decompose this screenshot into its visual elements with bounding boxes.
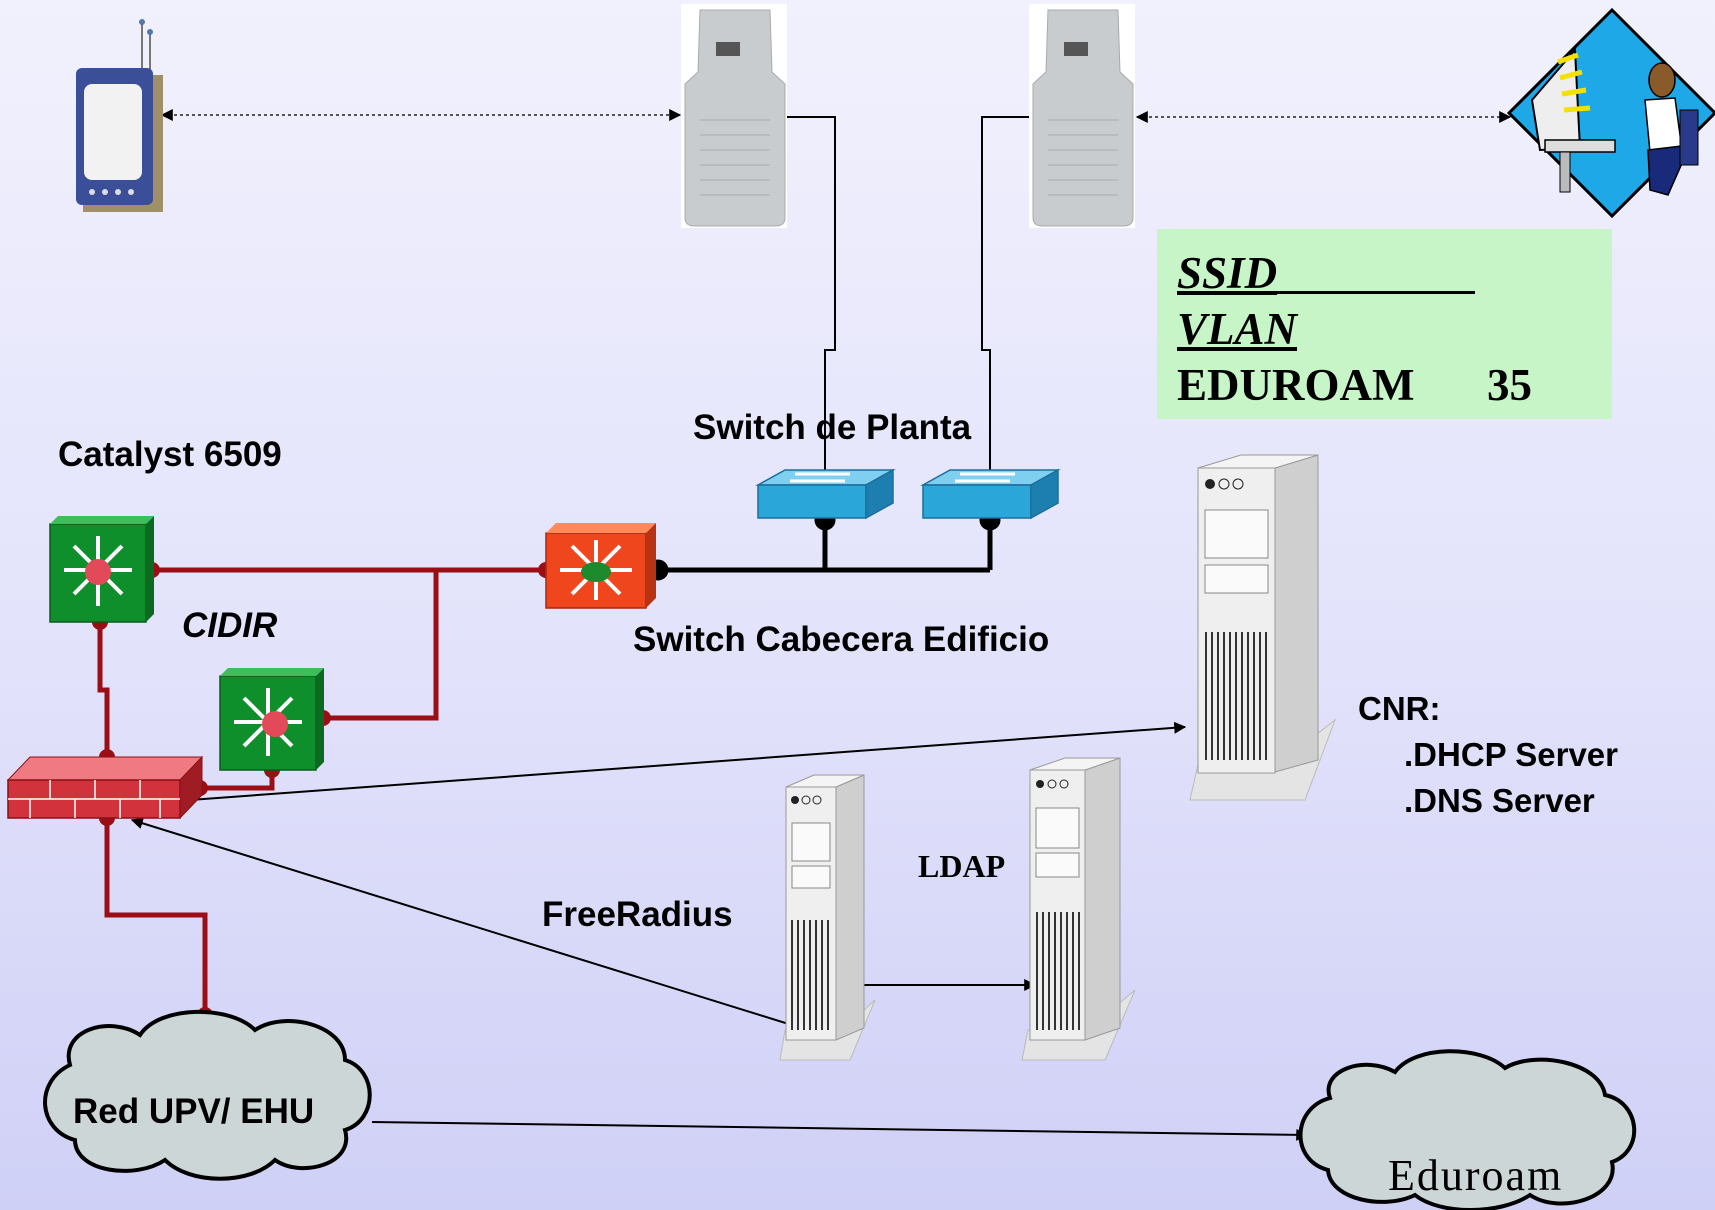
firewall-icon — [6, 755, 204, 820]
link-firewall-cnr — [189, 721, 1187, 801]
legend-eduroam-vlan: 35 — [1487, 360, 1532, 410]
legend-eduroam-ssid: EDUROAM — [1177, 360, 1415, 410]
switch-cabecera-label: Switch Cabecera Edificio — [633, 620, 1050, 659]
cnr-dhcp-label: .DHCP Server — [1404, 736, 1619, 773]
ap-uplink-right — [981, 116, 1032, 505]
floor-switch-icon — [920, 468, 1061, 520]
cnr-server-icon — [1189, 454, 1337, 801]
cidir-router-icon — [219, 668, 324, 771]
red-upv-label: Red UPV/ EHU — [73, 1092, 315, 1131]
freeradius-server-icon — [779, 774, 876, 1061]
catalyst-router-icon — [49, 516, 154, 623]
catalyst-label: Catalyst 6509 — [58, 435, 282, 474]
building-head-switch-icon — [545, 523, 656, 609]
eduroam-cloud-icon — [1298, 1049, 1637, 1210]
link-firewall-freeradius — [130, 817, 810, 1033]
link-upv-eduroam — [371, 1121, 1309, 1141]
floor-switch-icon — [755, 468, 896, 520]
legend-ssid-header: SSID — [1177, 248, 1278, 298]
backbone-link — [647, 509, 1001, 581]
ldap-server-icon — [1021, 757, 1136, 1061]
cnr-title-label: CNR: — [1358, 690, 1441, 727]
workstation-user-icon — [1506, 7, 1715, 219]
handheld-device-icon — [76, 19, 163, 212]
cnr-dns-label: .DNS Server — [1404, 782, 1595, 819]
access-point-icon — [1029, 4, 1135, 228]
legend-header-underline — [1177, 291, 1475, 294]
legend-vlan-header: VLAN — [1177, 304, 1298, 354]
ldap-label: LDAP — [918, 848, 1006, 884]
switch-planta-label: Switch de Planta — [693, 408, 972, 447]
red-upv-cloud-icon — [43, 1009, 372, 1181]
freeradius-label: FreeRadius — [542, 895, 733, 934]
ap-uplink-left — [787, 116, 836, 505]
cidir-label: CIDIR — [182, 606, 278, 645]
access-point-icon — [681, 4, 787, 228]
vlan-legend: SSID VLAN EDUROAM 35 — [1157, 229, 1612, 419]
eduroam-cloud-label: Eduroam — [1388, 1151, 1564, 1200]
